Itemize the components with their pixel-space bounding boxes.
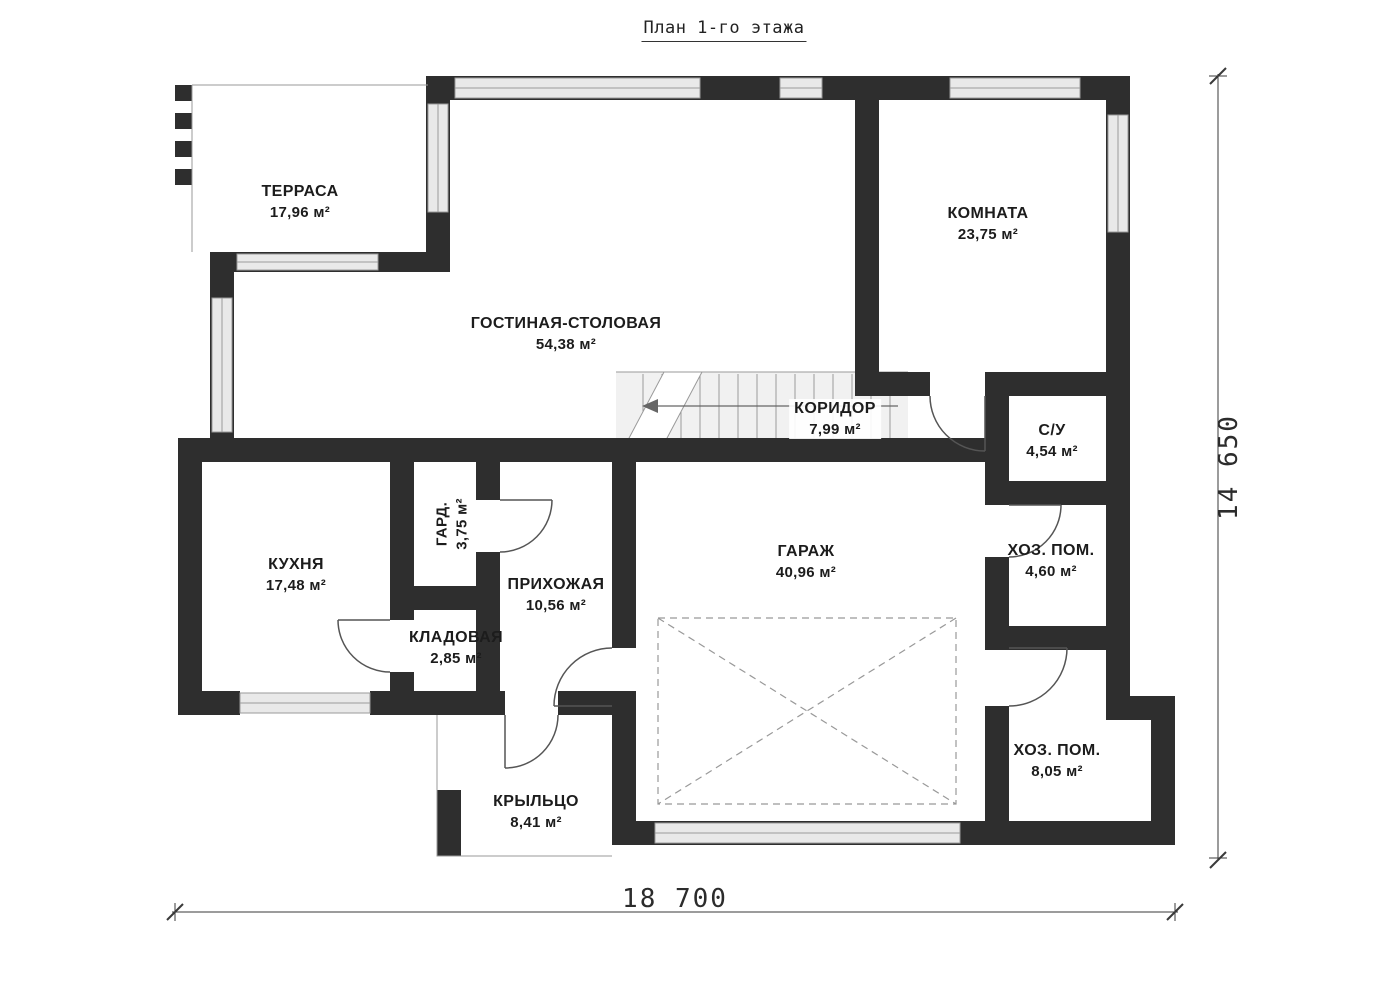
room-area: 8,05 м² <box>1031 763 1083 780</box>
room-label-room: КОМНАТА 23,75 м² <box>948 205 1029 243</box>
room-name: КОМНАТА <box>947 205 1029 222</box>
room-area: 40,96 м² <box>775 564 837 581</box>
room-name: ГАРД. <box>433 501 451 547</box>
room-area: 54,38 м² <box>535 336 597 353</box>
room-label-garage: ГАРАЖ 40,96 м² <box>776 543 836 581</box>
room-label-bathroom: С/У 4,54 м² <box>1026 422 1078 460</box>
porch-outline <box>436 715 612 857</box>
room-label-kitchen: КУХНЯ 17,48 м² <box>266 556 326 594</box>
room-name: КУХНЯ <box>268 556 324 573</box>
room-area: 3,75 м² <box>453 498 471 550</box>
windows <box>211 77 1129 844</box>
room-area: 23,75 м² <box>957 226 1019 243</box>
room-name: ХОЗ. ПОМ. <box>1013 742 1101 759</box>
room-area: 7,99 м² <box>809 421 861 438</box>
terrace-outline <box>175 84 428 252</box>
dimension-height-label: 14 650 <box>1214 414 1244 520</box>
room-area: 8,41 м² <box>510 814 562 831</box>
garage-parking-marker <box>657 617 957 805</box>
page-title: План 1-го этажа <box>641 18 807 42</box>
doors <box>337 395 1068 769</box>
room-area: 2,85 м² <box>430 650 482 667</box>
room-name: ТЕРРАСА <box>261 183 339 200</box>
room-area: 17,48 м² <box>265 577 327 594</box>
dimension-width-label: 18 700 <box>622 884 728 914</box>
room-label-pantry: КЛАДОВАЯ 2,85 м² <box>409 629 503 667</box>
room-name: ПРИХОЖАЯ <box>507 576 605 593</box>
room-name: КЛАДОВАЯ <box>409 629 503 646</box>
room-name: КРЫЛЬЦО <box>493 793 579 810</box>
room-label-living-dining: ГОСТИНАЯ-СТОЛОВАЯ 54,38 м² <box>471 315 662 353</box>
room-label-hallway: ПРИХОЖАЯ 10,56 м² <box>508 576 605 614</box>
room-area: 4,60 м² <box>1025 563 1077 580</box>
room-name: С/У <box>1038 422 1066 439</box>
dimension-lines <box>166 67 1227 921</box>
room-name: КОРИДОР <box>794 400 876 417</box>
room-label-corridor: КОРИДОР 7,99 м² <box>789 399 881 439</box>
room-label-wardrobe: ГАРД. 3,75 м² <box>434 498 471 550</box>
room-area: 17,96 м² <box>269 204 331 221</box>
room-name: ХОЗ. ПОМ. <box>1007 542 1095 559</box>
room-label-terrace: ТЕРРАСА 17,96 м² <box>261 183 338 221</box>
room-area: 4,54 м² <box>1026 443 1078 460</box>
room-label-porch: КРЫЛЬЦО 8,41 м² <box>493 793 579 831</box>
room-name: ГАРАЖ <box>777 543 835 560</box>
room-label-utility-2: ХОЗ. ПОМ. 8,05 м² <box>1014 742 1101 780</box>
room-label-utility-1: ХОЗ. ПОМ. 4,60 м² <box>1008 542 1095 580</box>
room-area: 10,56 м² <box>525 597 587 614</box>
room-name: ГОСТИНАЯ-СТОЛОВАЯ <box>470 315 662 332</box>
